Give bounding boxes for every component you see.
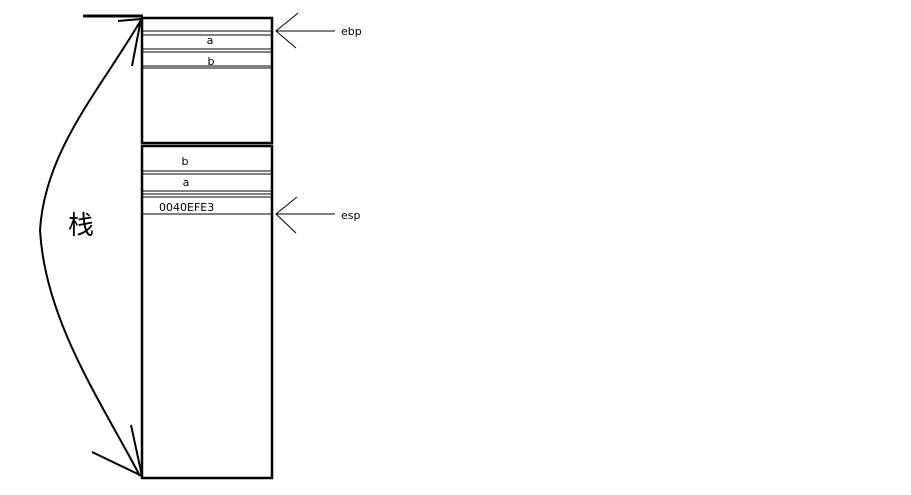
upper-frame-box — [140, 16, 274, 145]
lower-cell-a: a — [183, 176, 190, 189]
return-address-cell: 0040EFE3 — [159, 201, 214, 214]
upper-cell-b: b — [208, 55, 215, 68]
ebp-arrowhead — [275, 12, 299, 49]
ebp-label: ebp — [341, 25, 362, 38]
lower-cell-b: b — [182, 155, 189, 168]
esp-arrowhead — [275, 196, 298, 234]
stack-label: 栈 — [68, 211, 94, 241]
lower-stack-box — [140, 144, 274, 480]
esp-label: esp — [341, 209, 360, 222]
upper-cell-a: a — [207, 34, 214, 47]
stack-span-curve — [38, 19, 142, 477]
